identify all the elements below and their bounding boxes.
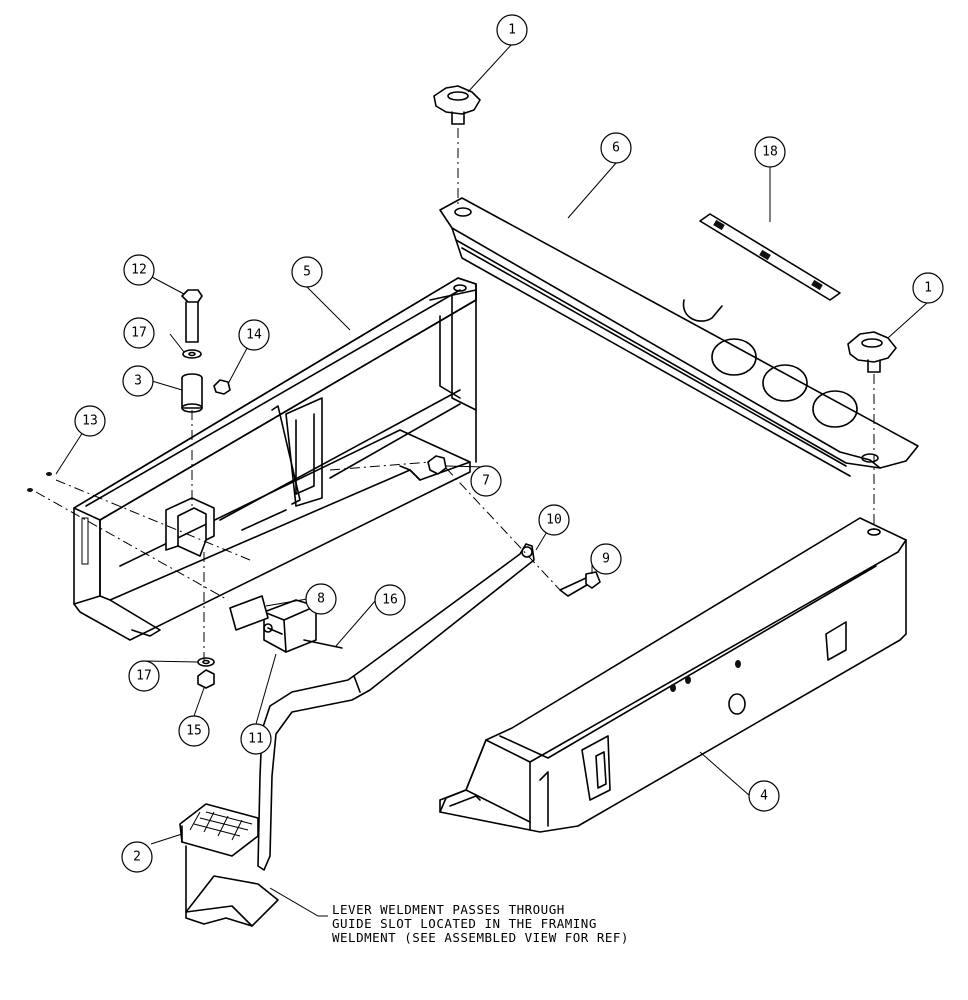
callout-1-top: 1: [496, 14, 528, 46]
callout-label: 5: [303, 265, 311, 280]
callout-7: 7: [470, 465, 502, 497]
hardware-parts: [27, 289, 601, 689]
callout-4: 4: [748, 780, 780, 812]
wear-pad-part-8: [229, 595, 269, 631]
callout-label: 18: [762, 145, 778, 160]
callout-17-upper: 17: [123, 317, 155, 349]
callout-5: 5: [291, 256, 323, 288]
callout-label: 17: [136, 669, 152, 684]
callout-label: 6: [612, 141, 620, 156]
lower-housing-part-4: [439, 517, 907, 833]
note-line-2: GUIDE SLOT LOCATED IN THE FRAMING: [332, 916, 597, 931]
decal-strip-part-18: [699, 213, 841, 301]
callout-label: 8: [317, 592, 325, 607]
callout-15: 15: [178, 715, 210, 747]
knob-part-1-top: [433, 85, 481, 125]
lever-weldment-part-10: [257, 543, 535, 871]
callout-13: 13: [74, 405, 106, 437]
callout-label: 4: [760, 789, 768, 804]
leader-lines: [55, 43, 929, 917]
callout-9: 9: [590, 543, 622, 575]
callout-11: 11: [240, 723, 272, 755]
callout-8: 8: [305, 583, 337, 615]
callout-label: 16: [382, 593, 398, 608]
callout-14: 14: [238, 319, 270, 351]
callout-17-lower: 17: [128, 660, 160, 692]
callout-16: 16: [374, 584, 406, 616]
pedal-part-2: [179, 803, 279, 927]
callout-10: 10: [538, 504, 570, 536]
callout-label: 13: [82, 414, 98, 429]
callout-label: 11: [248, 732, 264, 747]
callout-label: 12: [131, 263, 147, 278]
center-lines: [35, 128, 875, 660]
note-line-3: WELDMENT (SEE ASSEMBLED VIEW FOR REF): [332, 930, 629, 945]
cover-plate-part-6: [439, 197, 919, 477]
callout-label: 10: [546, 513, 562, 528]
note-line-1: LEVER WELDMENT PASSES THROUGH: [332, 902, 565, 917]
callout-label: 15: [186, 724, 202, 739]
slide-bracket-part-11: [263, 599, 317, 653]
callout-label: 1: [508, 23, 516, 38]
callout-label: 14: [246, 328, 262, 343]
framing-weldment-part-5: [73, 277, 477, 641]
callout-label: 2: [133, 850, 141, 865]
callout-2: 2: [121, 841, 153, 873]
callout-label: 17: [131, 326, 147, 341]
callout-label: 9: [602, 552, 610, 567]
callout-label: 3: [134, 374, 142, 389]
callout-label: 1: [924, 281, 932, 296]
callout-6: 6: [600, 132, 632, 164]
knob-part-1-right: [847, 331, 897, 373]
callout-18: 18: [754, 136, 786, 168]
callout-label: 7: [482, 474, 490, 489]
callout-3: 3: [122, 365, 154, 397]
callout-12: 12: [123, 254, 155, 286]
callout-1-right: 1: [912, 272, 944, 304]
